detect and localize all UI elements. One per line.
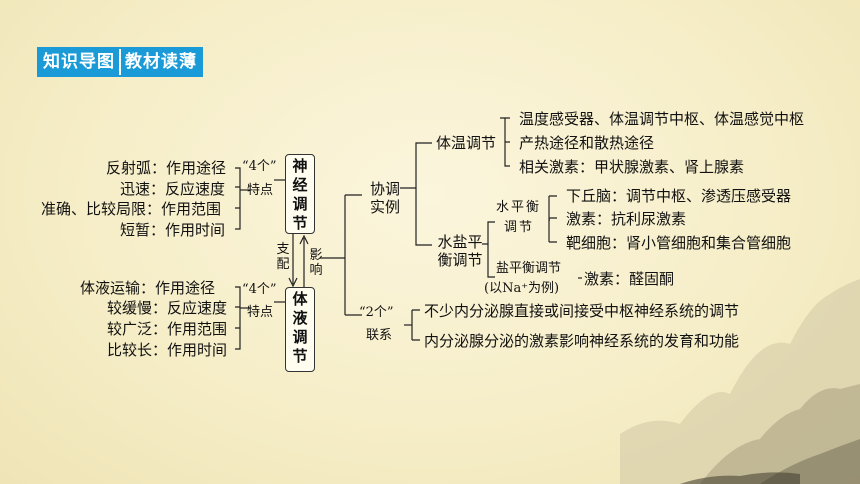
temperature-regulation-label: 体温调节 xyxy=(436,134,497,152)
nerve-feature-3: 准确、比较局限：作用范围 xyxy=(41,200,222,218)
body-feature-1: 体液运输：作用途径 xyxy=(80,279,216,297)
nerve-features-count: “4个” xyxy=(242,159,277,174)
water-item-3: 靶细胞：肾小管细胞和集合管细胞 xyxy=(566,234,792,252)
nerve-regulation-title: 神经调节 xyxy=(292,157,308,232)
salt-item: 激素：醛固酮 xyxy=(584,270,675,288)
temperature-item-3: 相关激素：甲状腺激素、肾上腺素 xyxy=(519,158,745,176)
header-tag-textbook-summary: 教材读薄 xyxy=(119,49,201,75)
body-fluid-regulation-title: 体液调节 xyxy=(292,290,308,365)
body-features-label: 特点 xyxy=(247,305,274,320)
salt-balance-label: 盐平衡调节 xyxy=(496,261,562,276)
links-count: “2个” xyxy=(359,305,394,320)
body-feature-3: 较广泛：作用范围 xyxy=(107,320,228,338)
header-tag-knowledge-map: 知识导图 xyxy=(39,49,119,75)
mountain-landscape-decoration xyxy=(620,279,860,484)
body-feature-2: 较缓慢：反应速度 xyxy=(107,299,228,317)
nerve-feature-2: 迅速：反应速度 xyxy=(120,180,226,198)
water-balance-label: 水平衡 xyxy=(496,200,542,215)
relation-affect: 影响 xyxy=(309,248,323,278)
water-regulation-label: 调节 xyxy=(504,220,535,235)
link-item-1: 不少内分泌腺直接或间接受中枢神经系统的调节 xyxy=(424,302,740,320)
relation-dominate: 支配 xyxy=(276,242,290,272)
link-item-2: 内分泌腺分泌的激素影响神经系统的发育和功能 xyxy=(424,332,740,350)
water-salt-regulation-label: 水盐平衡调节 xyxy=(437,233,483,269)
section-header: 知识导图 教材读薄 xyxy=(37,47,203,77)
body-fluid-regulation-box: 体液调节 xyxy=(285,287,315,372)
body-feature-4: 比较长：作用时间 xyxy=(107,341,228,359)
water-item-1: 下丘脑：调节中枢、渗透压感受器 xyxy=(566,187,792,205)
water-item-2: 激素：抗利尿激素 xyxy=(566,210,687,228)
salt-example-label: (以Na⁺为例) xyxy=(484,281,560,296)
body-features-count: “4个” xyxy=(242,282,277,297)
nerve-feature-1: 反射弧：作用途径 xyxy=(106,159,227,177)
nerve-features-label: 特点 xyxy=(247,183,274,198)
coordination-label: 协调实例 xyxy=(369,180,400,216)
temperature-item-1: 温度感受器、体温调节中枢、体温感觉中枢 xyxy=(519,110,805,128)
links-label: 联系 xyxy=(366,328,393,343)
nerve-regulation-box: 神经调节 xyxy=(285,154,315,234)
temperature-item-2: 产热途径和散热途径 xyxy=(519,134,655,152)
nerve-feature-4: 短暂：作用时间 xyxy=(120,221,226,239)
